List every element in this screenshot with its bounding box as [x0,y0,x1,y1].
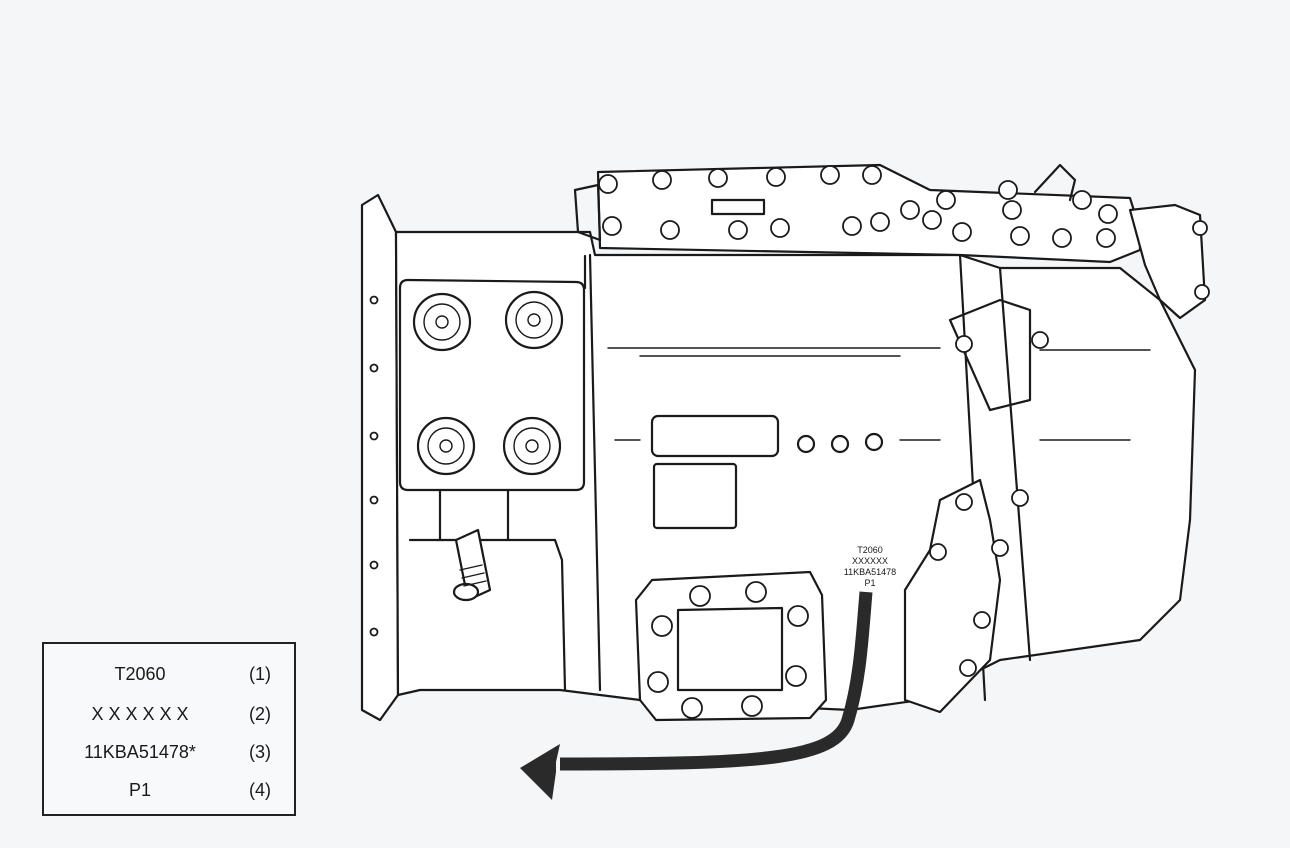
legend-row: T2060 (1) [44,660,294,690]
legend-index: (2) [249,704,271,724]
housing-details [650,414,884,530]
plate-bolt [416,416,476,476]
rear-housing-details [903,298,1049,714]
legend-value: T2060 [114,664,166,684]
plate-bolt [412,292,472,352]
pto-cover-plate [398,278,586,492]
legend-row: P1 (4) [44,776,294,806]
bottom-flange [634,570,828,722]
top-cover [573,163,1210,320]
legend-index: (3) [249,742,271,762]
arrow-head-icon [520,744,560,800]
legend-value: P1 [128,780,152,800]
tag-line-4: P1 [864,578,875,588]
input-shaft [408,488,567,692]
cover-bolts [598,165,1210,300]
legend-index: (4) [249,780,271,800]
tag-line-2: XXXXXX [852,556,888,566]
tag-line-3: 11KBA51478 [844,567,896,577]
legend-value: 11KBA51478* [84,742,196,762]
pointer-arrow [520,591,873,800]
bellhousing-flange [360,193,400,722]
plate-bolt [502,416,562,476]
legend-row: 11KBA51478* (3) [44,738,294,768]
plate-bolt [504,290,564,350]
tag-line-1: T2060 [857,545,883,555]
legend-value: X X X X X X [91,704,189,724]
legend-row: X X X X X X (2) [44,700,294,730]
id-tag: T2060 XXXXXX 11KBA51478 P1 [844,545,896,588]
legend-index: (1) [249,664,271,684]
legend-box: T2060 (1) X X X X X X (2) 11KBA51478* (3… [42,642,296,816]
